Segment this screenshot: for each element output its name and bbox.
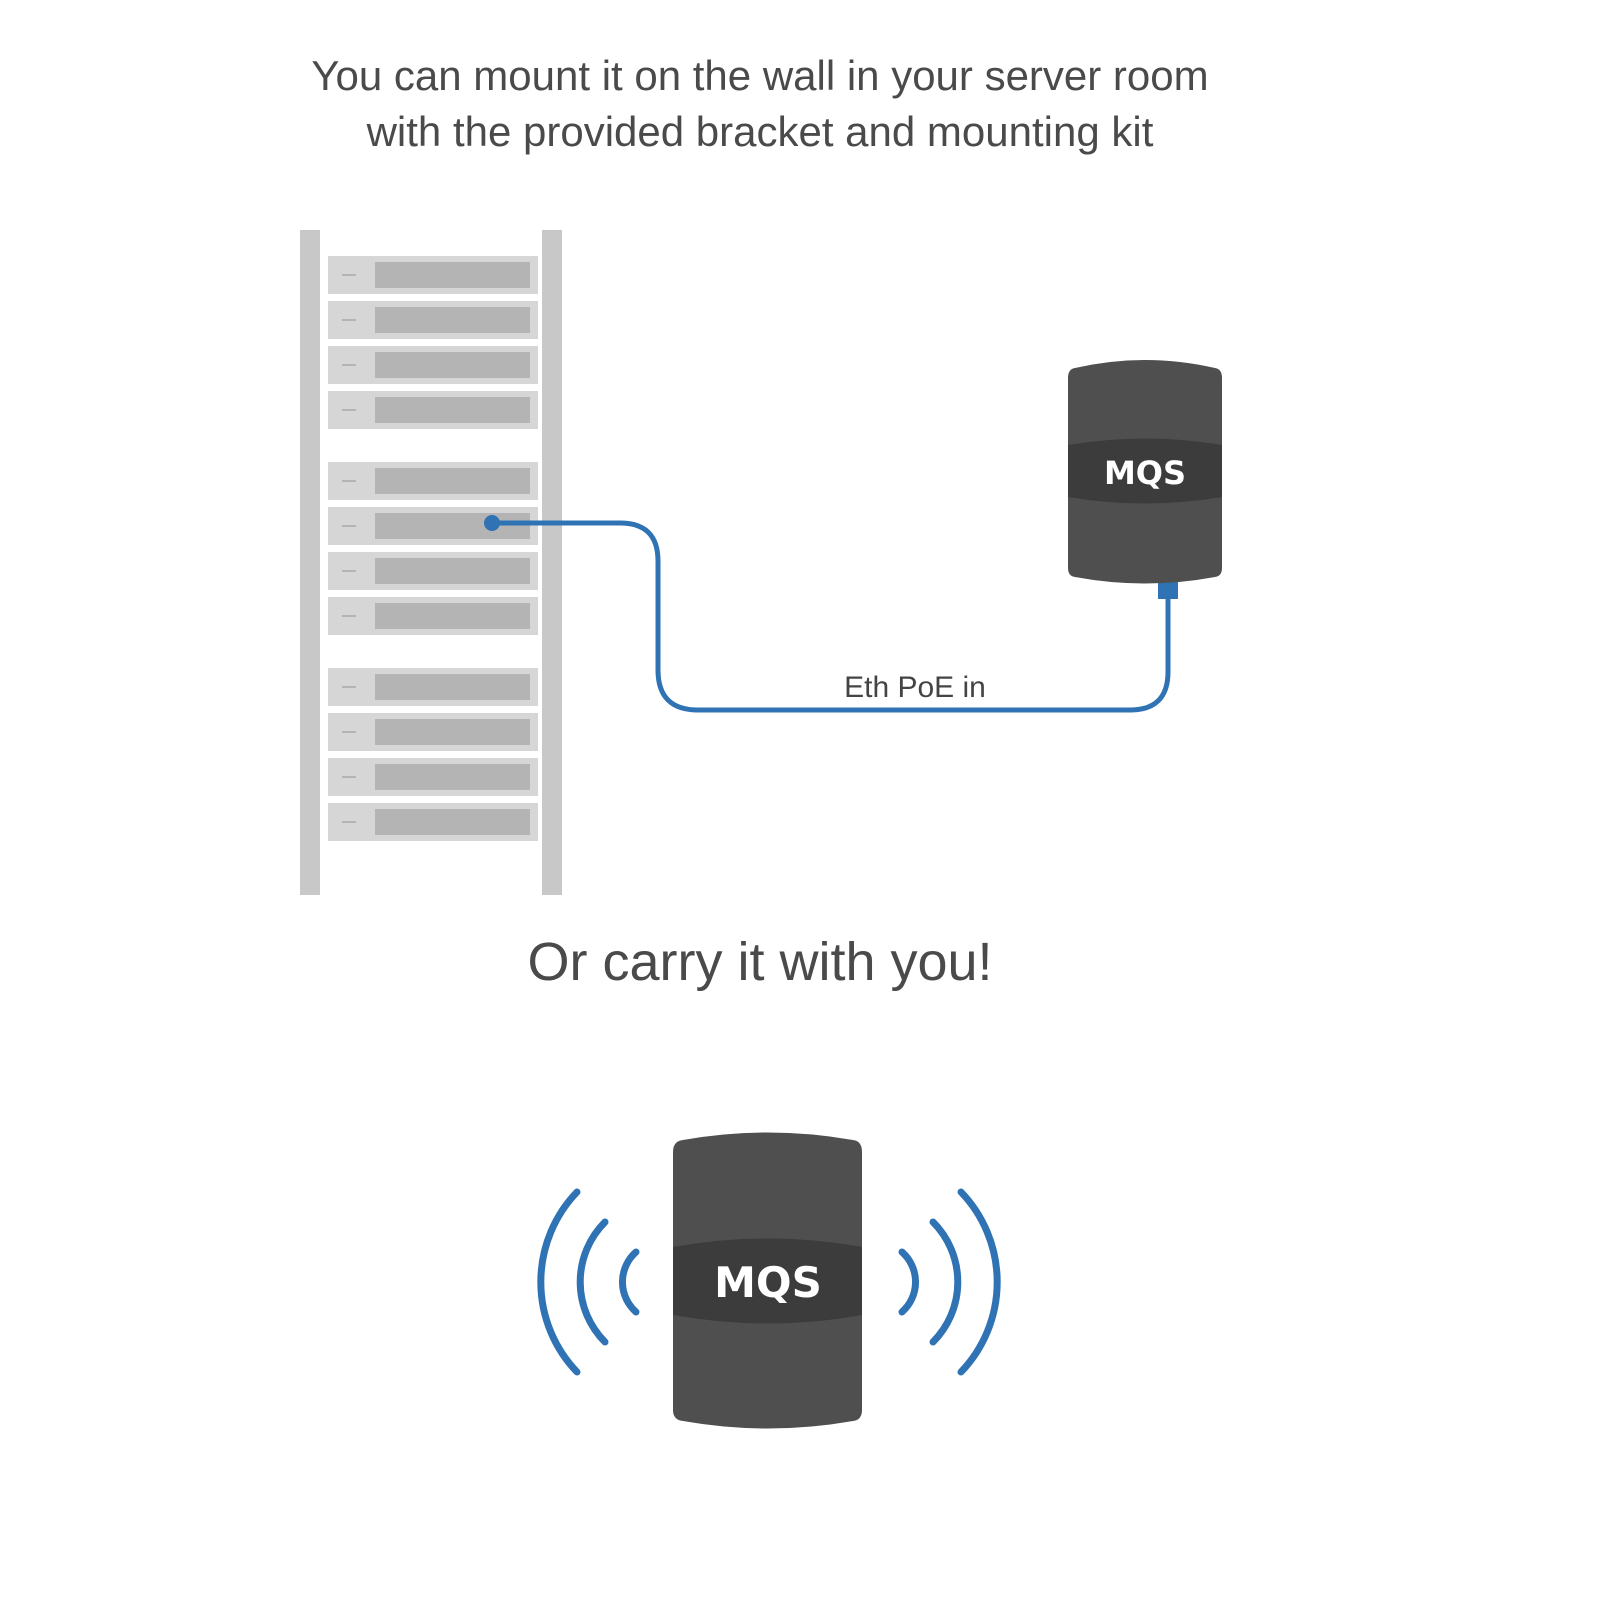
signal-wave-right-outer — [957, 1188, 1001, 1376]
rack-unit-indicator — [342, 570, 356, 572]
signal-wave-left-inner — [619, 1248, 640, 1316]
rack-unit — [328, 713, 538, 751]
wall-device-band — [1068, 438, 1222, 504]
cable-connector-device — [1158, 582, 1178, 599]
wall-device-label: MQS — [1104, 454, 1186, 492]
rack-unit — [328, 552, 538, 590]
wireless-signal-icon — [537, 1188, 1001, 1376]
cable-connector-rack — [484, 515, 500, 531]
rack-unit-panel — [375, 468, 530, 494]
wall-device: MQS — [1068, 360, 1222, 584]
rack-unit-panel — [375, 397, 530, 423]
rack-unit-indicator — [342, 480, 356, 482]
rack-unit-indicator — [342, 525, 356, 527]
portable-device: MQS — [673, 1132, 862, 1429]
rack-unit — [328, 597, 538, 635]
rack-unit — [328, 803, 538, 841]
rack-unit-panel — [375, 558, 530, 584]
signal-wave-right-inner — [898, 1248, 919, 1316]
signal-wave-right-middle — [929, 1218, 962, 1346]
rack-unit-indicator — [342, 686, 356, 688]
rack-unit-indicator — [342, 409, 356, 411]
rack-unit-indicator — [342, 776, 356, 778]
rack-unit — [328, 391, 538, 429]
rack-unit-panel — [375, 809, 530, 835]
rack-unit — [328, 462, 538, 500]
mount-heading-line-1: You can mount it on the wall in your ser… — [311, 52, 1209, 99]
cable-label: Eth PoE in — [844, 671, 986, 704]
rack-unit-connected — [328, 507, 538, 545]
rack-unit-indicator — [342, 615, 356, 617]
rack-unit-indicator — [342, 821, 356, 823]
rack-unit — [328, 668, 538, 706]
signal-wave-left-outer — [537, 1188, 581, 1376]
rack-unit-panel — [375, 307, 530, 333]
rack-unit-panel — [375, 352, 530, 378]
rack-right-rail — [542, 230, 562, 895]
rack-unit-panel — [375, 674, 530, 700]
signal-wave-left-middle — [576, 1218, 609, 1346]
rack-unit-indicator — [342, 274, 356, 276]
server-rack — [300, 230, 562, 895]
rack-unit-indicator — [342, 319, 356, 321]
carry-heading: Or carry it with you! — [527, 932, 993, 992]
portable-device-label: MQS — [714, 1258, 822, 1307]
rack-unit-panel — [375, 764, 530, 790]
rack-unit-indicator — [342, 364, 356, 366]
rack-unit-panel — [375, 262, 530, 288]
cable-path — [489, 520, 1171, 713]
rack-unit-panel — [375, 603, 530, 629]
rack-unit — [328, 758, 538, 796]
ethernet-cable: Eth PoE in — [484, 515, 1178, 713]
rack-units — [328, 256, 538, 841]
rack-unit-panel — [375, 513, 530, 539]
rack-unit — [328, 301, 538, 339]
rack-unit-panel — [375, 719, 530, 745]
mount-heading-line-2: with the provided bracket and mounting k… — [366, 108, 1154, 155]
portable-device-band — [673, 1238, 862, 1324]
mount-heading: You can mount it on the wall in your ser… — [0, 48, 1520, 160]
rack-unit — [328, 256, 538, 294]
rack-unit-indicator — [342, 731, 356, 733]
rack-unit — [328, 346, 538, 384]
rack-left-rail — [300, 230, 320, 895]
